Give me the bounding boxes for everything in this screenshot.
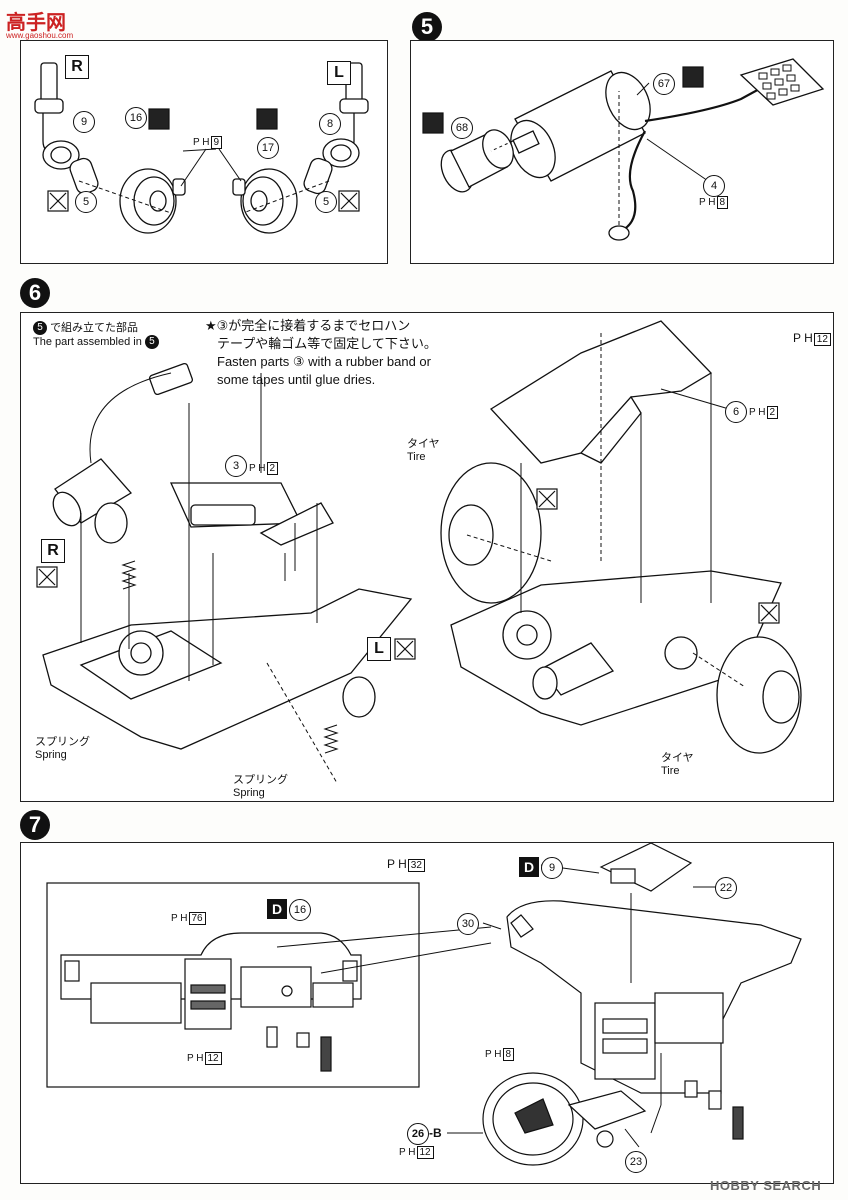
left-side-label: L [327,61,351,85]
part-16-callout: 16 [289,899,311,921]
spring-en: Spring [35,749,67,761]
ref-number: 2 [266,462,279,475]
ref-number: 12 [813,333,831,346]
logo-text: 高手网 [6,12,66,34]
assembled-text-jp: で組み立てた部品 [50,322,139,334]
tire-label-top: タイヤ Tire [407,435,440,463]
part-9-callout: 9 [73,111,95,133]
ref-number: 9 [210,136,223,149]
part-9-callout: 9 [541,857,563,879]
ref-prefix: P H [793,331,813,345]
left-side-label: L [367,637,391,661]
assembled-part-label-en: The part assembled in 5 [33,335,159,349]
logo-subtext: www.gaoshou.com [6,31,74,40]
tire-jp: タイヤ [407,438,440,450]
part-26b-callout: 26-B [407,1123,442,1145]
part-23-callout: 23 [625,1151,647,1173]
part-30-callout: 30 [457,913,479,935]
step-number-badge: 6 [20,278,50,308]
step5-ref-badge: 5 [144,335,159,349]
step5-drawing [422,58,825,241]
step7-drawing [46,843,802,1166]
part-8-callout: 8 [319,113,341,135]
part-68-callout: 68 [451,117,473,139]
step-number-badge: 7 [20,810,50,840]
tire-en: Tire [407,451,426,463]
ref-prefix: P H [485,1049,502,1060]
ref-prefix: P H [699,197,716,208]
footer-brand-watermark: HOBBY SEARCH [710,1178,822,1193]
note-en-line2: some tapes until glue dries. [217,372,376,387]
ref-prefix: P H [187,1053,204,1064]
spring-jp: スプリング [35,736,90,748]
spring-en: Spring [233,787,265,799]
spring-label-left: スプリング Spring [35,733,90,761]
step6-drawing [36,320,802,784]
assembled-part-label-jp: 5 で組み立てた部品 [33,319,139,336]
part-3-callout: 3 [225,455,247,477]
ref-number: 8 [502,1048,515,1061]
ref-number: 2 [766,406,779,419]
spring-jp: スプリング [233,774,288,786]
ref-number: 32 [407,859,425,872]
step5-ref-badge: 5 [33,321,47,336]
ref-prefix: P H [249,463,266,474]
step-number-badge: 5 [412,12,442,42]
part-67-callout: 67 [653,73,675,95]
step4-drawing [34,62,369,234]
part-6-callout: 6 [725,401,747,423]
ref-number: 76 [188,912,206,925]
part-16-callout: 16 [125,107,147,129]
right-side-label: R [41,539,65,563]
tire-label-bottom: タイヤ Tire [661,749,694,777]
ref-prefix: P H [193,137,210,148]
right-side-label: R [65,55,89,79]
ref-prefix: P H [399,1147,416,1158]
sprue-d-label: D [267,899,287,919]
assembled-text-en: The part assembled in [33,335,142,348]
note-en-line1: Fasten parts ③ with a rubber band or [217,354,431,369]
ref-prefix: P H [749,407,766,418]
note-jp-line1: ★③が完全に接着するまでセロハン [205,318,411,333]
part-5a-callout: 5 [75,191,97,213]
sprue-d-label: D [519,857,539,877]
glue-note: ★③が完全に接着するまでセロハン テープや輪ゴム等で固定して下さい。 Faste… [205,317,437,389]
part-22-callout: 22 [715,877,737,899]
ref-prefix: P H [387,857,407,871]
ref-number: 8 [716,196,729,209]
step6-panel: 5 で組み立てた部品 The part assembled in 5 ★③が完全… [20,312,834,802]
watermark-logo: 高手网 www.gaoshou.com [6,6,73,40]
ref-prefix: P H [171,913,188,924]
note-jp-line2: テープや輪ゴム等で固定して下さい。 [217,336,437,351]
spring-label-right: スプリング Spring [233,771,288,799]
ref-number: 12 [416,1146,434,1159]
part-4-callout: 4 [703,175,725,197]
part-26-number: 26 [407,1123,429,1145]
tire-jp: タイヤ [661,752,694,764]
part-5b-callout: 5 [315,191,337,213]
tire-en: Tire [661,765,680,777]
part-17-callout: 17 [257,137,279,159]
part-26-suffix: -B [429,1126,442,1140]
ref-number: 12 [204,1052,222,1065]
